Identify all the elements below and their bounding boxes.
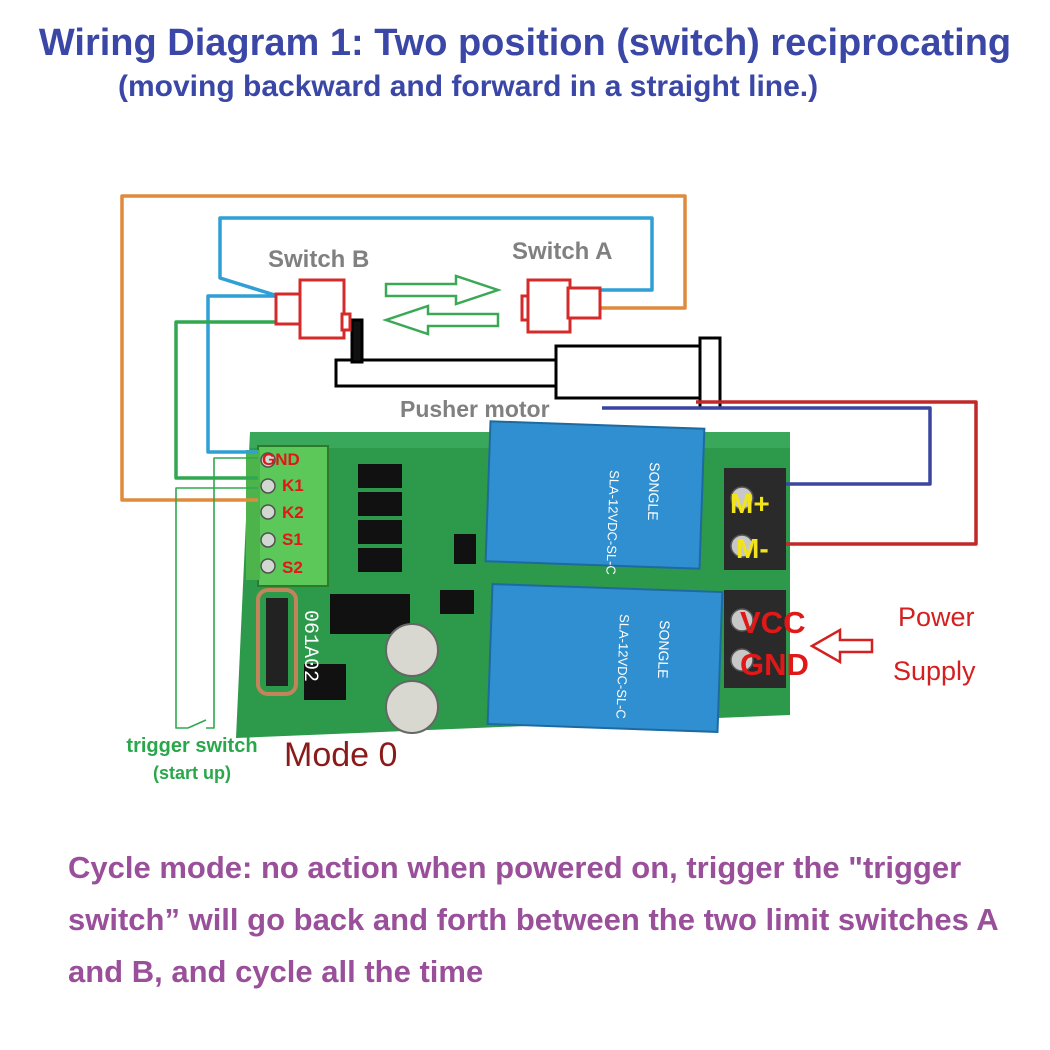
- wire-orange: [120, 194, 687, 502]
- wire-green-trigger-2: [206, 457, 258, 729]
- diagram-title: Wiring Diagram 1: Two position (switch) …: [38, 22, 1012, 64]
- relay-top-model: SLA-12VDC-SL-C: [603, 470, 622, 575]
- switch-a-label: Switch A: [512, 238, 613, 265]
- pusher-motor-label: Pusher motor: [400, 396, 550, 422]
- wire-blue-a: [218, 216, 654, 298]
- terminal-k2-label: K2: [282, 503, 304, 522]
- terminal-s2-label: S2: [282, 558, 303, 577]
- wire-blue-gnd: [206, 294, 278, 454]
- wire-green-trigger-1: [175, 487, 258, 729]
- power-arrow-icon: [809, 627, 874, 665]
- power-vcc-label: VCC: [740, 605, 806, 640]
- output-m-minus-label: M-: [736, 533, 769, 564]
- diagram-subtitle: (moving backward and forward in a straig…: [118, 70, 819, 103]
- switch-a-icon: [520, 278, 602, 334]
- arrow-left-icon: [382, 304, 500, 336]
- terminal-gnd-label: GND: [262, 450, 300, 469]
- cycle-mode-description: Cycle mode: no action when powered on, t…: [68, 850, 998, 989]
- pusher-motor: [334, 318, 722, 410]
- power-supply-label-line2: Supply: [893, 656, 976, 686]
- wire-green-k1: [174, 320, 278, 480]
- relay-top-brand: SONGLE: [645, 462, 663, 521]
- wire-navy-motor: [602, 406, 932, 486]
- mode-label: Mode 0: [284, 736, 398, 774]
- relay-bottom-brand: SONGLE: [655, 620, 673, 679]
- trigger-switch-label: trigger switch: [126, 735, 258, 757]
- power-supply-label-line1: Power: [898, 602, 975, 632]
- relay-board: [236, 420, 790, 738]
- power-gnd-label: GND: [740, 647, 809, 682]
- wire-red-motor: [696, 400, 978, 546]
- relay-bottom-model: SLA-12VDC-SL-C: [613, 614, 632, 719]
- output-m-plus-label: M+: [730, 488, 770, 519]
- switch-b-icon: [274, 278, 352, 340]
- trigger-switch-symbol: [187, 719, 207, 729]
- arrow-right-icon: [384, 274, 502, 306]
- switch-b-label: Switch B: [268, 246, 370, 273]
- board-model-label: 061A02: [298, 610, 321, 682]
- terminal-k1-label: K1: [282, 476, 304, 495]
- trigger-switch-sublabel: (start up): [153, 763, 231, 783]
- terminal-s1-label: S1: [282, 530, 303, 549]
